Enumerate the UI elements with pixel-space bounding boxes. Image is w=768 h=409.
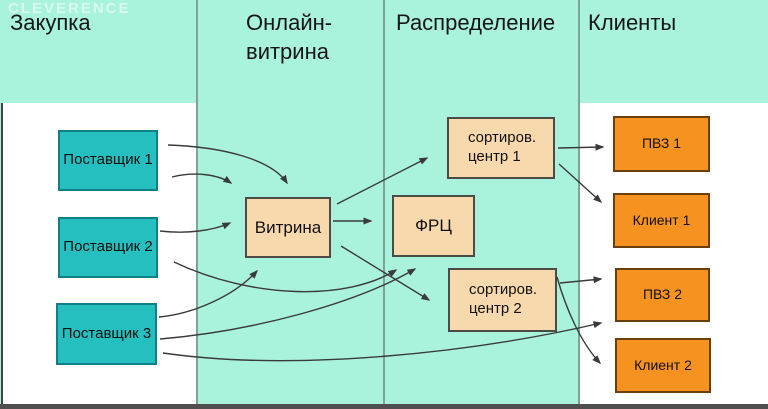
arrow-supplier2-frc xyxy=(173,261,398,293)
divider-2 xyxy=(383,0,385,404)
column-header-distribution: Распределение xyxy=(396,10,556,35)
node-vitrina: Витрина xyxy=(245,197,331,258)
watermark: CLEVERENCE xyxy=(8,0,131,17)
node-sorting-center-1: сортиров. центр 1 xyxy=(447,117,555,179)
node-frc: ФРЦ xyxy=(392,195,475,257)
node-pvz-1: ПВЗ 1 xyxy=(613,116,710,172)
column-header-procurement: Закупка xyxy=(10,10,91,35)
node-sorting-center-2: сортиров. центр 2 xyxy=(448,268,557,332)
bottom-border-strip xyxy=(0,404,768,409)
node-supplier-1: Поставщик 1 xyxy=(58,130,158,191)
column-header-clients: Клиенты xyxy=(588,10,677,35)
node-client-1: Клиент 1 xyxy=(613,193,710,248)
procurement-panel-left-border xyxy=(1,103,3,404)
divider-3 xyxy=(578,0,580,404)
column-header-online-storefront: Онлайн-витрина xyxy=(246,10,333,64)
divider-1 xyxy=(196,0,198,404)
arrow-supplier3-frc xyxy=(159,268,417,340)
node-supplier-3: Поставщик 3 xyxy=(56,303,157,365)
node-supplier-2: Поставщик 2 xyxy=(58,217,158,278)
node-client-2: Клиент 2 xyxy=(615,338,711,393)
node-pvz-2: ПВЗ 2 xyxy=(615,268,710,322)
